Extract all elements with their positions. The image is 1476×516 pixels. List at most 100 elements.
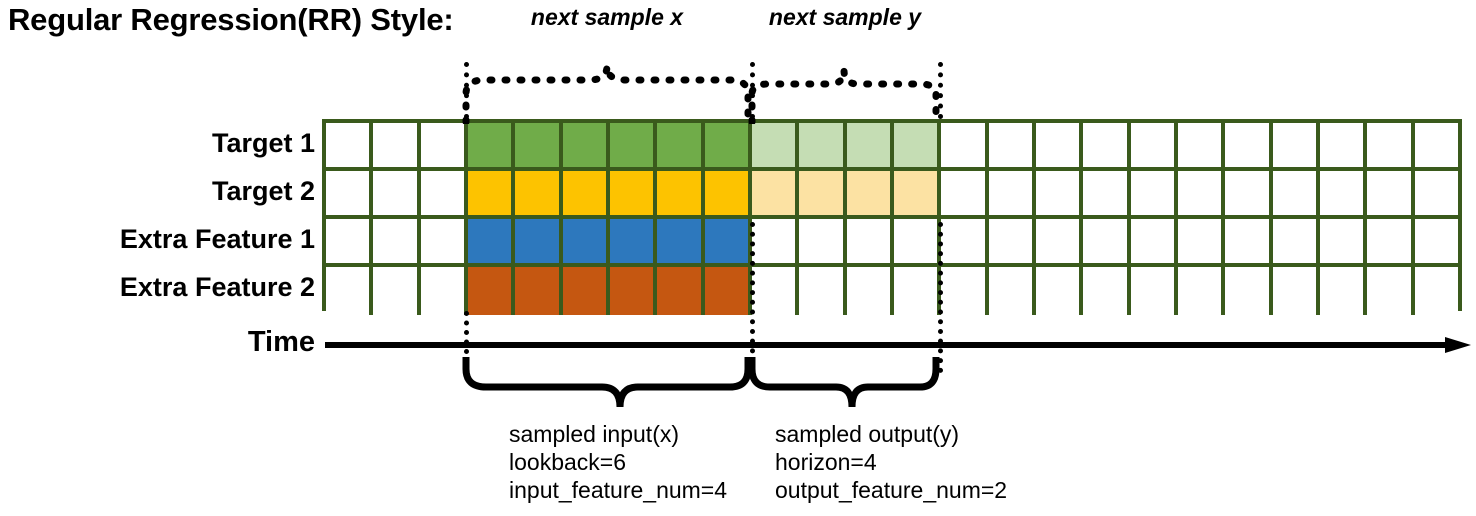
grid-cell: [326, 219, 374, 267]
annotation-sampled-input: sampled input(x) lookback=6 input_featur…: [509, 420, 727, 504]
grid-cell: [515, 123, 563, 171]
grid-cell: [1035, 267, 1084, 315]
grid-cell: [751, 267, 800, 315]
grid-cell: [1177, 267, 1226, 315]
grid-cell: [467, 219, 516, 267]
grid-cell: [1225, 171, 1273, 219]
grid-cell: [941, 267, 989, 315]
annotation-output-line-2: horizon=4: [775, 449, 877, 475]
grid-row-extra-feature-1: [326, 219, 1458, 267]
grid-cell: [1272, 171, 1320, 219]
grid-cell: [941, 123, 989, 171]
grid-cell: [515, 219, 563, 267]
guide-input-output-boundary-lower: [750, 222, 755, 373]
grid-cell: [326, 123, 374, 171]
grid-cell: [1414, 267, 1458, 315]
grid-cell: [751, 123, 800, 171]
grid-cell: [1414, 171, 1458, 219]
grid-cell: [704, 171, 752, 219]
grid-cell: [420, 267, 468, 315]
grid-cell: [1035, 123, 1084, 171]
grid-cell: [799, 123, 847, 171]
grid-cell: [1083, 267, 1131, 315]
grid-cell: [1177, 219, 1226, 267]
row-label-target-2: Target 2: [211, 176, 315, 206]
grid-cell: [609, 267, 658, 315]
grid-cell: [893, 267, 942, 315]
grid-cell: [1319, 219, 1368, 267]
grid-cell: [373, 171, 421, 219]
grid-cell: [609, 219, 658, 267]
annotation-input-line-1: sampled input(x): [509, 421, 680, 447]
grid-cell: [751, 219, 800, 267]
grid-cell: [1319, 171, 1368, 219]
guide-output-end: [938, 62, 943, 119]
page-title: Regular Regression(RR) Style:: [8, 2, 454, 37]
grid-cell: [1083, 171, 1131, 219]
grid-cell: [373, 219, 421, 267]
grid-cell: [751, 171, 800, 219]
grid-cell: [562, 219, 610, 267]
grid-cell: [420, 171, 468, 219]
grid-cell: [467, 171, 516, 219]
grid-cell: [1130, 267, 1178, 315]
annotation-output-line-1: sampled output(y): [775, 421, 960, 447]
grid-cell: [515, 171, 563, 219]
row-label-column: Target 1 Target 2 Extra Feature 1 Extra …: [10, 119, 315, 311]
row-label-extra-feature-1: Extra Feature 1: [119, 224, 315, 254]
grid-cell: [893, 219, 942, 267]
grid-cell: [609, 171, 658, 219]
grid-cell: [1130, 123, 1178, 171]
grid-cell: [988, 171, 1036, 219]
top-brace-group: [462, 65, 940, 124]
caption-next-sample-y: next sample y: [768, 4, 922, 30]
grid-row-target-2: [326, 171, 1458, 219]
grid-cell: [562, 171, 610, 219]
grid-cell: [704, 219, 752, 267]
grid-cell: [420, 123, 468, 171]
row-label-extra-feature-2: Extra Feature 2: [119, 272, 315, 302]
grid-cell: [846, 267, 894, 315]
grid-cell: [1083, 123, 1131, 171]
grid-cell: [562, 123, 610, 171]
grid-row-target-1: [326, 123, 1458, 171]
grid-cell: [1272, 267, 1320, 315]
grid-cell: [373, 267, 421, 315]
grid-cell: [1319, 267, 1368, 315]
grid-cell: [704, 123, 752, 171]
grid-cell: [1272, 123, 1320, 171]
grid-cell: [988, 123, 1036, 171]
grid-cell: [609, 123, 658, 171]
grid-cell: [1177, 171, 1226, 219]
grid-cell: [420, 219, 468, 267]
grid-cell: [1367, 219, 1415, 267]
annotation-output-line-3: output_feature_num=2: [775, 477, 1008, 503]
grid-cell: [941, 171, 989, 219]
grid-cell: [1130, 171, 1178, 219]
grid-cell: [657, 219, 705, 267]
guide-input-start-lower: [464, 311, 469, 373]
grid-cell: [657, 171, 705, 219]
grid-cell: [1130, 219, 1178, 267]
grid-row-extra-feature-2: [326, 267, 1458, 315]
timeseries-grid: [322, 119, 1462, 315]
grid-cell: [893, 123, 942, 171]
row-label-target-1: Target 1: [211, 128, 315, 158]
grid-cell: [657, 123, 705, 171]
grid-cell: [1414, 219, 1458, 267]
grid-cell: [1272, 219, 1320, 267]
grid-cell: [941, 219, 989, 267]
time-axis-label: Time: [247, 326, 315, 358]
grid-cell: [1035, 171, 1084, 219]
grid-cell: [1225, 123, 1273, 171]
grid-cell: [1225, 267, 1273, 315]
grid-cell: [846, 123, 894, 171]
grid-cell: [1083, 219, 1131, 267]
grid-cell: [1035, 219, 1084, 267]
caption-next-sample-x: next sample x: [530, 4, 684, 30]
grid-cell: [515, 267, 563, 315]
grid-cell: [988, 219, 1036, 267]
bottom-brace-group: [462, 357, 940, 408]
grid-cell: [1177, 123, 1226, 171]
grid-cell: [1367, 123, 1415, 171]
